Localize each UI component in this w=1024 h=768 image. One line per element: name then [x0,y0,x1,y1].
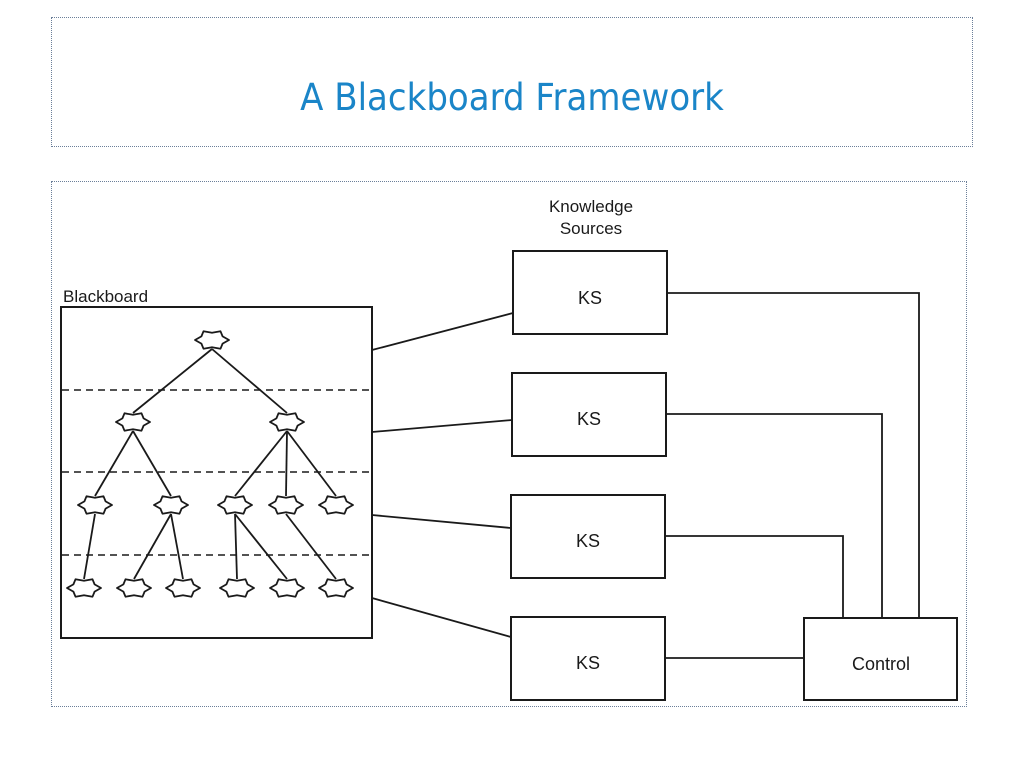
control-box [803,617,958,701]
tree-edge [170,513,184,580]
knowledge-sources-label-line1: Knowledge [549,197,633,216]
tree-edge [234,430,288,497]
connector-ks2-control [666,413,883,618]
tree-node [77,495,113,515]
tree-node [268,495,304,515]
tree-edge [285,513,337,580]
tree-node [194,330,230,350]
tree-edge [132,348,213,414]
tree-node [217,495,253,515]
control-label: Control [852,654,910,674]
tree-node [318,578,354,598]
ks-label-2: KS [577,409,601,429]
tree-edge [94,430,134,497]
ks-label-1: KS [578,288,602,308]
blackboard-label: Blackboard [63,287,148,306]
tree-edge [83,513,96,580]
knowledge-sources-label-line2: Sources [560,219,622,238]
tree-edge [234,513,288,580]
tree-edge [132,430,172,497]
tree-node [219,578,255,598]
tree-edge [133,513,172,580]
tree-node [66,578,102,598]
tree-node [165,578,201,598]
slide-title: A Blackboard Framework [300,76,724,119]
connector-blackboard-ks1 [371,312,514,351]
tree-edge [234,513,238,580]
tree-edge [285,430,288,497]
tree-node [269,412,305,432]
ks-label-3: KS [576,531,600,551]
tree-node [115,412,151,432]
tree-node [269,578,305,598]
connector-ks3-control [665,535,844,618]
tree-node [116,578,152,598]
title-placeholder: A Blackboard Framework [51,17,973,147]
tree-edge [286,430,337,497]
connector-blackboard-ks3 [371,514,512,529]
connector-blackboard-ks2 [371,419,513,433]
diagram-placeholder [51,181,967,707]
ks-label-4: KS [576,653,600,673]
tree-edge [211,348,288,414]
tree-node [318,495,354,515]
connector-blackboard-ks4 [371,597,512,638]
tree-node [153,495,189,515]
connector-ks1-control [667,292,920,618]
blackboard-box [60,306,373,639]
